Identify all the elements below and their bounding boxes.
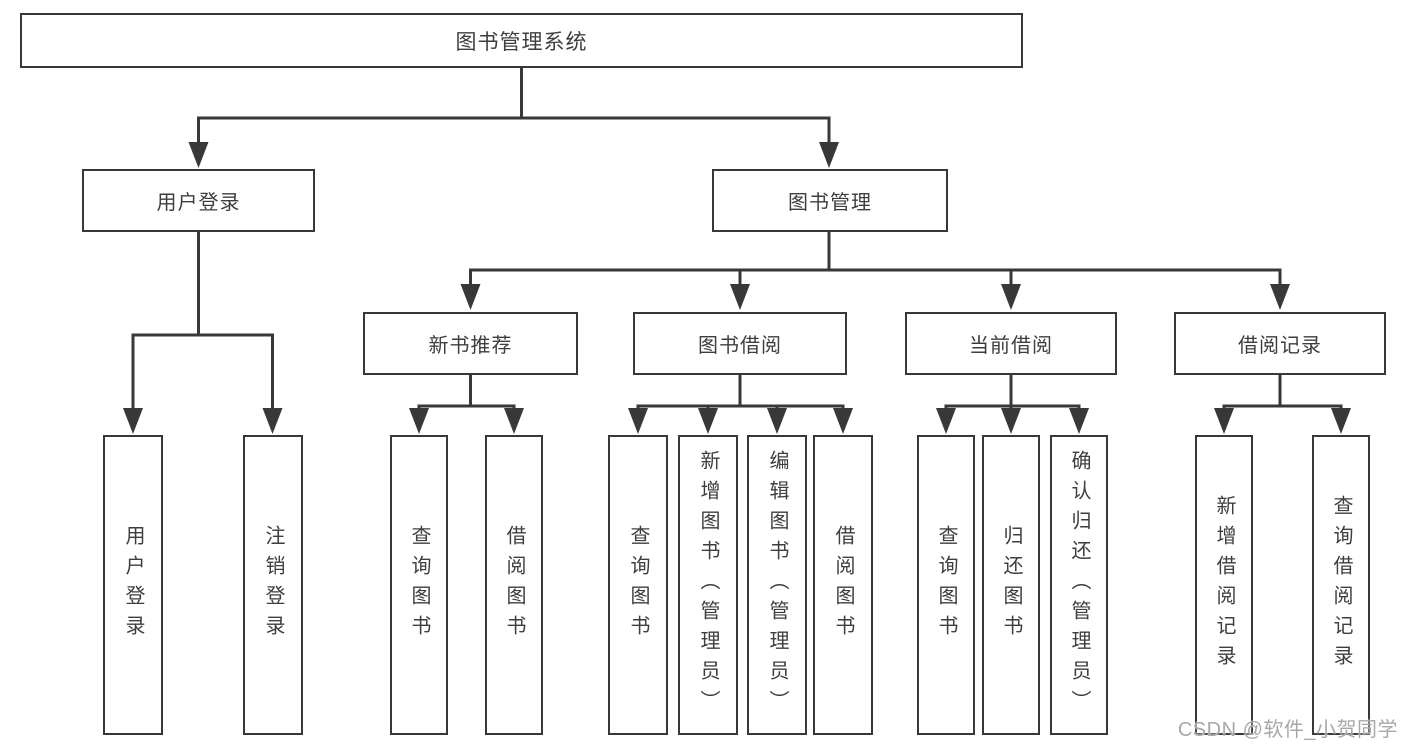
node-new-book-recommend: 新书推荐 [363,312,578,375]
leaf-add-borrow-record: 新增借阅记录 [1195,435,1253,735]
arrow-down-icon [262,408,283,434]
leaf-query-book-2: 查询图书 [608,435,668,735]
csdn-watermark: CSDN @软件_小贺同学 [1177,719,1398,741]
arrow-down-icon [1270,284,1290,310]
leaf-label: 查询图书 [935,525,957,645]
leaf-return-book: 归还图书 [982,435,1040,735]
leaf-confirm-return-admin: 确认归还（管理员） [1050,435,1108,735]
leaf-borrow-book-1: 借阅图书 [485,435,543,735]
node-book-borrow: 图书借阅 [633,312,847,375]
leaf-label: 新增图书（管理员） [697,450,719,720]
leaf-borrow-book-2: 借阅图书 [813,435,873,735]
arrow-down-icon [1069,408,1089,434]
arrow-down-icon [833,408,853,434]
arrow-down-icon [504,408,524,434]
arrow-down-icon [698,408,718,434]
arrow-down-icon [1001,284,1021,310]
leaf-label: 用户登录 [122,525,144,645]
leaf-add-book-admin: 新增图书（管理员） [678,435,738,735]
leaf-label: 查询图书 [627,525,649,645]
leaf-label: 编辑图书（管理员） [766,450,788,720]
node-current-borrow: 当前借阅 [905,312,1117,375]
arrow-down-icon [1001,408,1021,434]
leaf-logout: 注销登录 [243,435,303,735]
node-book-management-branch: 图书管理 [712,169,948,232]
node-user-login-branch: 用户登录 [82,169,315,232]
arrow-down-icon [123,408,143,434]
leaf-query-borrow-record: 查询借阅记录 [1312,435,1370,735]
leaf-label: 查询图书 [408,525,430,645]
arrow-down-icon [819,142,839,168]
leaf-label: 借阅图书 [832,525,854,645]
leaf-user-login: 用户登录 [103,435,163,735]
leaf-label: 确认归还（管理员） [1068,450,1090,720]
leaf-label: 注销登录 [262,525,284,645]
leaf-query-book-3: 查询图书 [917,435,975,735]
leaf-label: 借阅图书 [503,525,525,645]
node-borrow-record: 借阅记录 [1174,312,1386,375]
leaf-label: 查询借阅记录 [1330,495,1352,675]
leaf-edit-book-admin: 编辑图书（管理员） [747,435,807,735]
leaf-label: 新增借阅记录 [1213,495,1235,675]
arrow-down-icon [409,408,429,434]
arrow-down-icon [1331,408,1351,434]
node-root-system: 图书管理系统 [20,13,1023,68]
leaf-query-book-1: 查询图书 [390,435,448,735]
arrow-down-icon [1214,408,1234,434]
leaf-label: 归还图书 [1000,525,1022,645]
arrow-down-icon [767,408,787,434]
arrow-down-icon [936,408,956,434]
arrow-down-icon [460,284,481,310]
arrow-down-icon [628,408,648,434]
arrow-down-icon [188,142,209,168]
arrow-down-icon [730,284,750,310]
